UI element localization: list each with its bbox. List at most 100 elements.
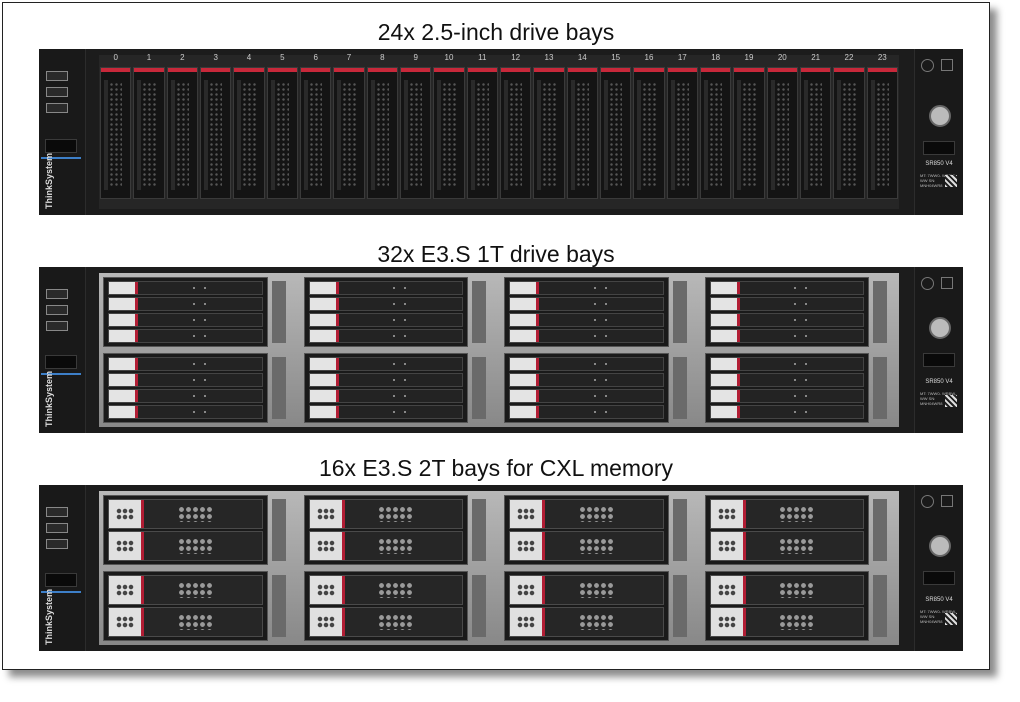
drive-bay-2-5-inch[interactable]: [500, 67, 532, 199]
drive-pull-tab[interactable]: [109, 282, 135, 294]
drive-release-tab[interactable]: [736, 282, 740, 294]
cage-latch-rail[interactable]: [873, 357, 887, 419]
drive-release-tab[interactable]: [135, 314, 138, 326]
module-release-tab[interactable]: [542, 576, 545, 604]
drive-release-tab[interactable]: [135, 330, 138, 342]
e3s-2t-cxl-module[interactable]: [108, 607, 263, 637]
e3s-1t-drive[interactable]: [709, 281, 864, 295]
service-knob-icon[interactable]: [929, 105, 951, 127]
drive-latch[interactable]: [334, 68, 364, 72]
drive-handle[interactable]: [804, 80, 808, 190]
drive-handle[interactable]: [570, 80, 575, 190]
e3s-1t-drive[interactable]: [308, 405, 463, 419]
e3s-1t-drive[interactable]: [509, 389, 664, 403]
drive-pull-tab[interactable]: [309, 358, 336, 370]
e3s-1t-drive[interactable]: [108, 329, 263, 343]
drive-release-tab[interactable]: [135, 358, 138, 370]
drive-latch[interactable]: [634, 68, 664, 72]
e3s-1t-drive[interactable]: [509, 281, 664, 295]
drive-release-tab[interactable]: [335, 314, 339, 326]
drive-pull-tab[interactable]: [309, 374, 336, 386]
drive-handle[interactable]: [470, 80, 475, 190]
drive-latch[interactable]: [801, 68, 831, 72]
drive-pull-tab[interactable]: [109, 330, 135, 342]
e3s-2t-cxl-module[interactable]: [308, 607, 463, 637]
drive-bay-2-5-inch[interactable]: [766, 67, 798, 199]
drive-release-tab[interactable]: [335, 298, 339, 310]
e3s-2t-cxl-module[interactable]: [108, 575, 263, 605]
e3s-1t-drive[interactable]: [308, 373, 463, 387]
e3s-1t-drive[interactable]: [709, 329, 864, 343]
drive-latch[interactable]: [201, 68, 231, 72]
e3s-1t-drive[interactable]: [509, 405, 664, 419]
drive-release-tab[interactable]: [736, 358, 740, 370]
module-pull-tab[interactable]: [710, 608, 743, 636]
e3s-1t-drive[interactable]: [308, 389, 463, 403]
drive-latch[interactable]: [567, 68, 597, 72]
drive-pull-tab[interactable]: [710, 282, 737, 294]
e3s-1t-drive[interactable]: [108, 297, 263, 311]
module-release-tab[interactable]: [141, 532, 144, 560]
drive-pull-tab[interactable]: [510, 390, 536, 402]
cage-latch-rail[interactable]: [472, 281, 486, 343]
drive-latch[interactable]: [367, 68, 397, 72]
drive-bay-2-5-inch[interactable]: [866, 67, 898, 199]
drive-release-tab[interactable]: [536, 374, 539, 386]
drive-bay-2-5-inch[interactable]: [833, 67, 865, 199]
drive-handle[interactable]: [137, 80, 142, 190]
e3s-1t-drive[interactable]: [709, 357, 864, 371]
module-release-tab[interactable]: [742, 576, 746, 604]
drive-handle[interactable]: [537, 80, 542, 190]
drive-pull-tab[interactable]: [710, 314, 737, 326]
drive-handle[interactable]: [837, 80, 842, 190]
drive-latch[interactable]: [734, 68, 764, 72]
drive-latch[interactable]: [267, 68, 297, 72]
module-release-tab[interactable]: [341, 532, 345, 560]
drive-latch[interactable]: [301, 68, 331, 72]
drive-latch[interactable]: [401, 68, 431, 72]
drive-bay-2-5-inch[interactable]: [100, 67, 132, 199]
drive-release-tab[interactable]: [736, 374, 740, 386]
module-pull-tab[interactable]: [109, 500, 141, 528]
drive-release-tab[interactable]: [536, 390, 539, 402]
drive-handle[interactable]: [270, 80, 275, 190]
drive-release-tab[interactable]: [135, 374, 138, 386]
right-pull-tag[interactable]: [923, 353, 955, 367]
e3s-1t-drive[interactable]: [108, 281, 263, 295]
drive-bay-2-5-inch[interactable]: [133, 67, 165, 199]
module-pull-tab[interactable]: [109, 576, 141, 604]
e3s-1t-drive[interactable]: [709, 297, 864, 311]
e3s-1t-drive[interactable]: [709, 405, 864, 419]
drive-pull-tab[interactable]: [109, 358, 135, 370]
right-pull-tag[interactable]: [923, 141, 955, 155]
drive-handle[interactable]: [504, 80, 508, 190]
id-button-icon[interactable]: [941, 277, 953, 289]
module-pull-tab[interactable]: [710, 576, 743, 604]
drive-handle[interactable]: [704, 80, 708, 190]
drive-handle[interactable]: [604, 80, 608, 190]
drive-release-tab[interactable]: [736, 298, 740, 310]
drive-release-tab[interactable]: [335, 406, 339, 418]
module-pull-tab[interactable]: [109, 608, 141, 636]
drive-release-tab[interactable]: [736, 330, 740, 342]
drive-bay-2-5-inch[interactable]: [400, 67, 432, 199]
drive-release-tab[interactable]: [736, 406, 740, 418]
cage-latch-rail[interactable]: [873, 281, 887, 343]
module-pull-tab[interactable]: [309, 532, 342, 560]
drive-bay-2-5-inch[interactable]: [433, 67, 465, 199]
drive-bay-2-5-inch[interactable]: [600, 67, 632, 199]
drive-pull-tab[interactable]: [510, 298, 536, 310]
module-pull-tab[interactable]: [510, 532, 542, 560]
e3s-1t-drive[interactable]: [108, 313, 263, 327]
e3s-1t-drive[interactable]: [509, 313, 664, 327]
drive-pull-tab[interactable]: [109, 314, 135, 326]
drive-release-tab[interactable]: [536, 358, 539, 370]
drive-pull-tab[interactable]: [309, 298, 336, 310]
module-release-tab[interactable]: [341, 576, 345, 604]
cage-latch-rail[interactable]: [271, 499, 286, 561]
right-pull-tag[interactable]: [923, 571, 955, 585]
e3s-1t-drive[interactable]: [509, 373, 664, 387]
drive-latch[interactable]: [501, 68, 531, 72]
drive-bay-2-5-inch[interactable]: [233, 67, 265, 199]
drive-bay-2-5-inch[interactable]: [800, 67, 832, 199]
